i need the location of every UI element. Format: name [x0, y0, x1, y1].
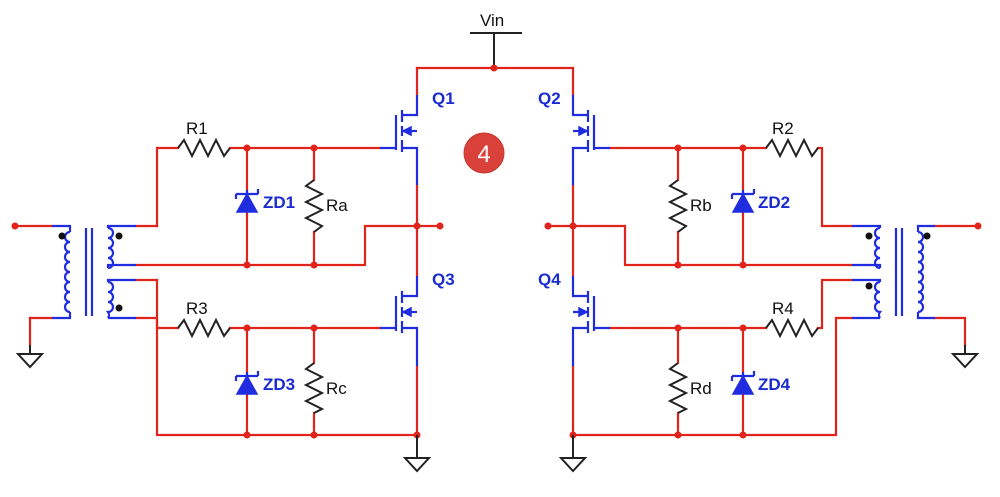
ra-label: Ra	[326, 196, 348, 215]
ground-left-bridge	[402, 435, 432, 473]
ground-left-input	[15, 345, 45, 369]
zd3-label: ZD3	[263, 375, 295, 394]
r1-label: R1	[186, 119, 208, 138]
zener-zd3: ZD3	[234, 371, 295, 395]
vin-label: Vin	[480, 11, 504, 30]
mosfet-q4: Q4	[538, 270, 610, 366]
resistor-rb: Rb	[667, 179, 712, 233]
mosfet-q3: Q3	[380, 270, 455, 366]
transformer-left	[52, 224, 136, 320]
rb-label: Rb	[690, 196, 712, 215]
ground-right-bridge	[558, 435, 588, 473]
vin-supply-symbol: Vin	[470, 11, 522, 68]
q3-label: Q3	[432, 270, 455, 289]
r3-label: R3	[186, 299, 208, 318]
q2-label: Q2	[538, 89, 561, 108]
step-badge: 4	[463, 132, 505, 174]
rd-label: Rd	[690, 379, 712, 398]
zener-zd2: ZD2	[730, 189, 790, 213]
resistor-rc: Rc	[303, 362, 347, 414]
resistor-ra: Ra	[303, 179, 348, 233]
resistor-r2: R2	[765, 119, 819, 159]
rc-label: Rc	[326, 379, 347, 398]
ground-right-output	[950, 345, 980, 369]
step-badge-number: 4	[477, 141, 490, 168]
resistor-r3: R3	[177, 299, 231, 339]
resistor-rd: Rd	[667, 362, 712, 414]
wiring	[13, 66, 980, 437]
zener-zd4: ZD4	[730, 371, 791, 395]
mosfet-q2: Q2	[538, 89, 610, 185]
resistor-r1: R1	[177, 119, 231, 159]
zd4-label: ZD4	[758, 375, 791, 394]
zener-zd1: ZD1	[234, 189, 295, 213]
r2-label: R2	[772, 119, 794, 138]
resistor-r4: R4	[765, 299, 819, 339]
zd1-label: ZD1	[263, 193, 295, 212]
transformer-right	[852, 224, 935, 320]
junction-dots	[11, 64, 982, 439]
q4-label: Q4	[538, 270, 561, 289]
r4-label: R4	[772, 299, 794, 318]
mosfet-q1: Q1	[380, 89, 455, 185]
q1-label: Q1	[432, 89, 455, 108]
zd2-label: ZD2	[758, 193, 790, 212]
